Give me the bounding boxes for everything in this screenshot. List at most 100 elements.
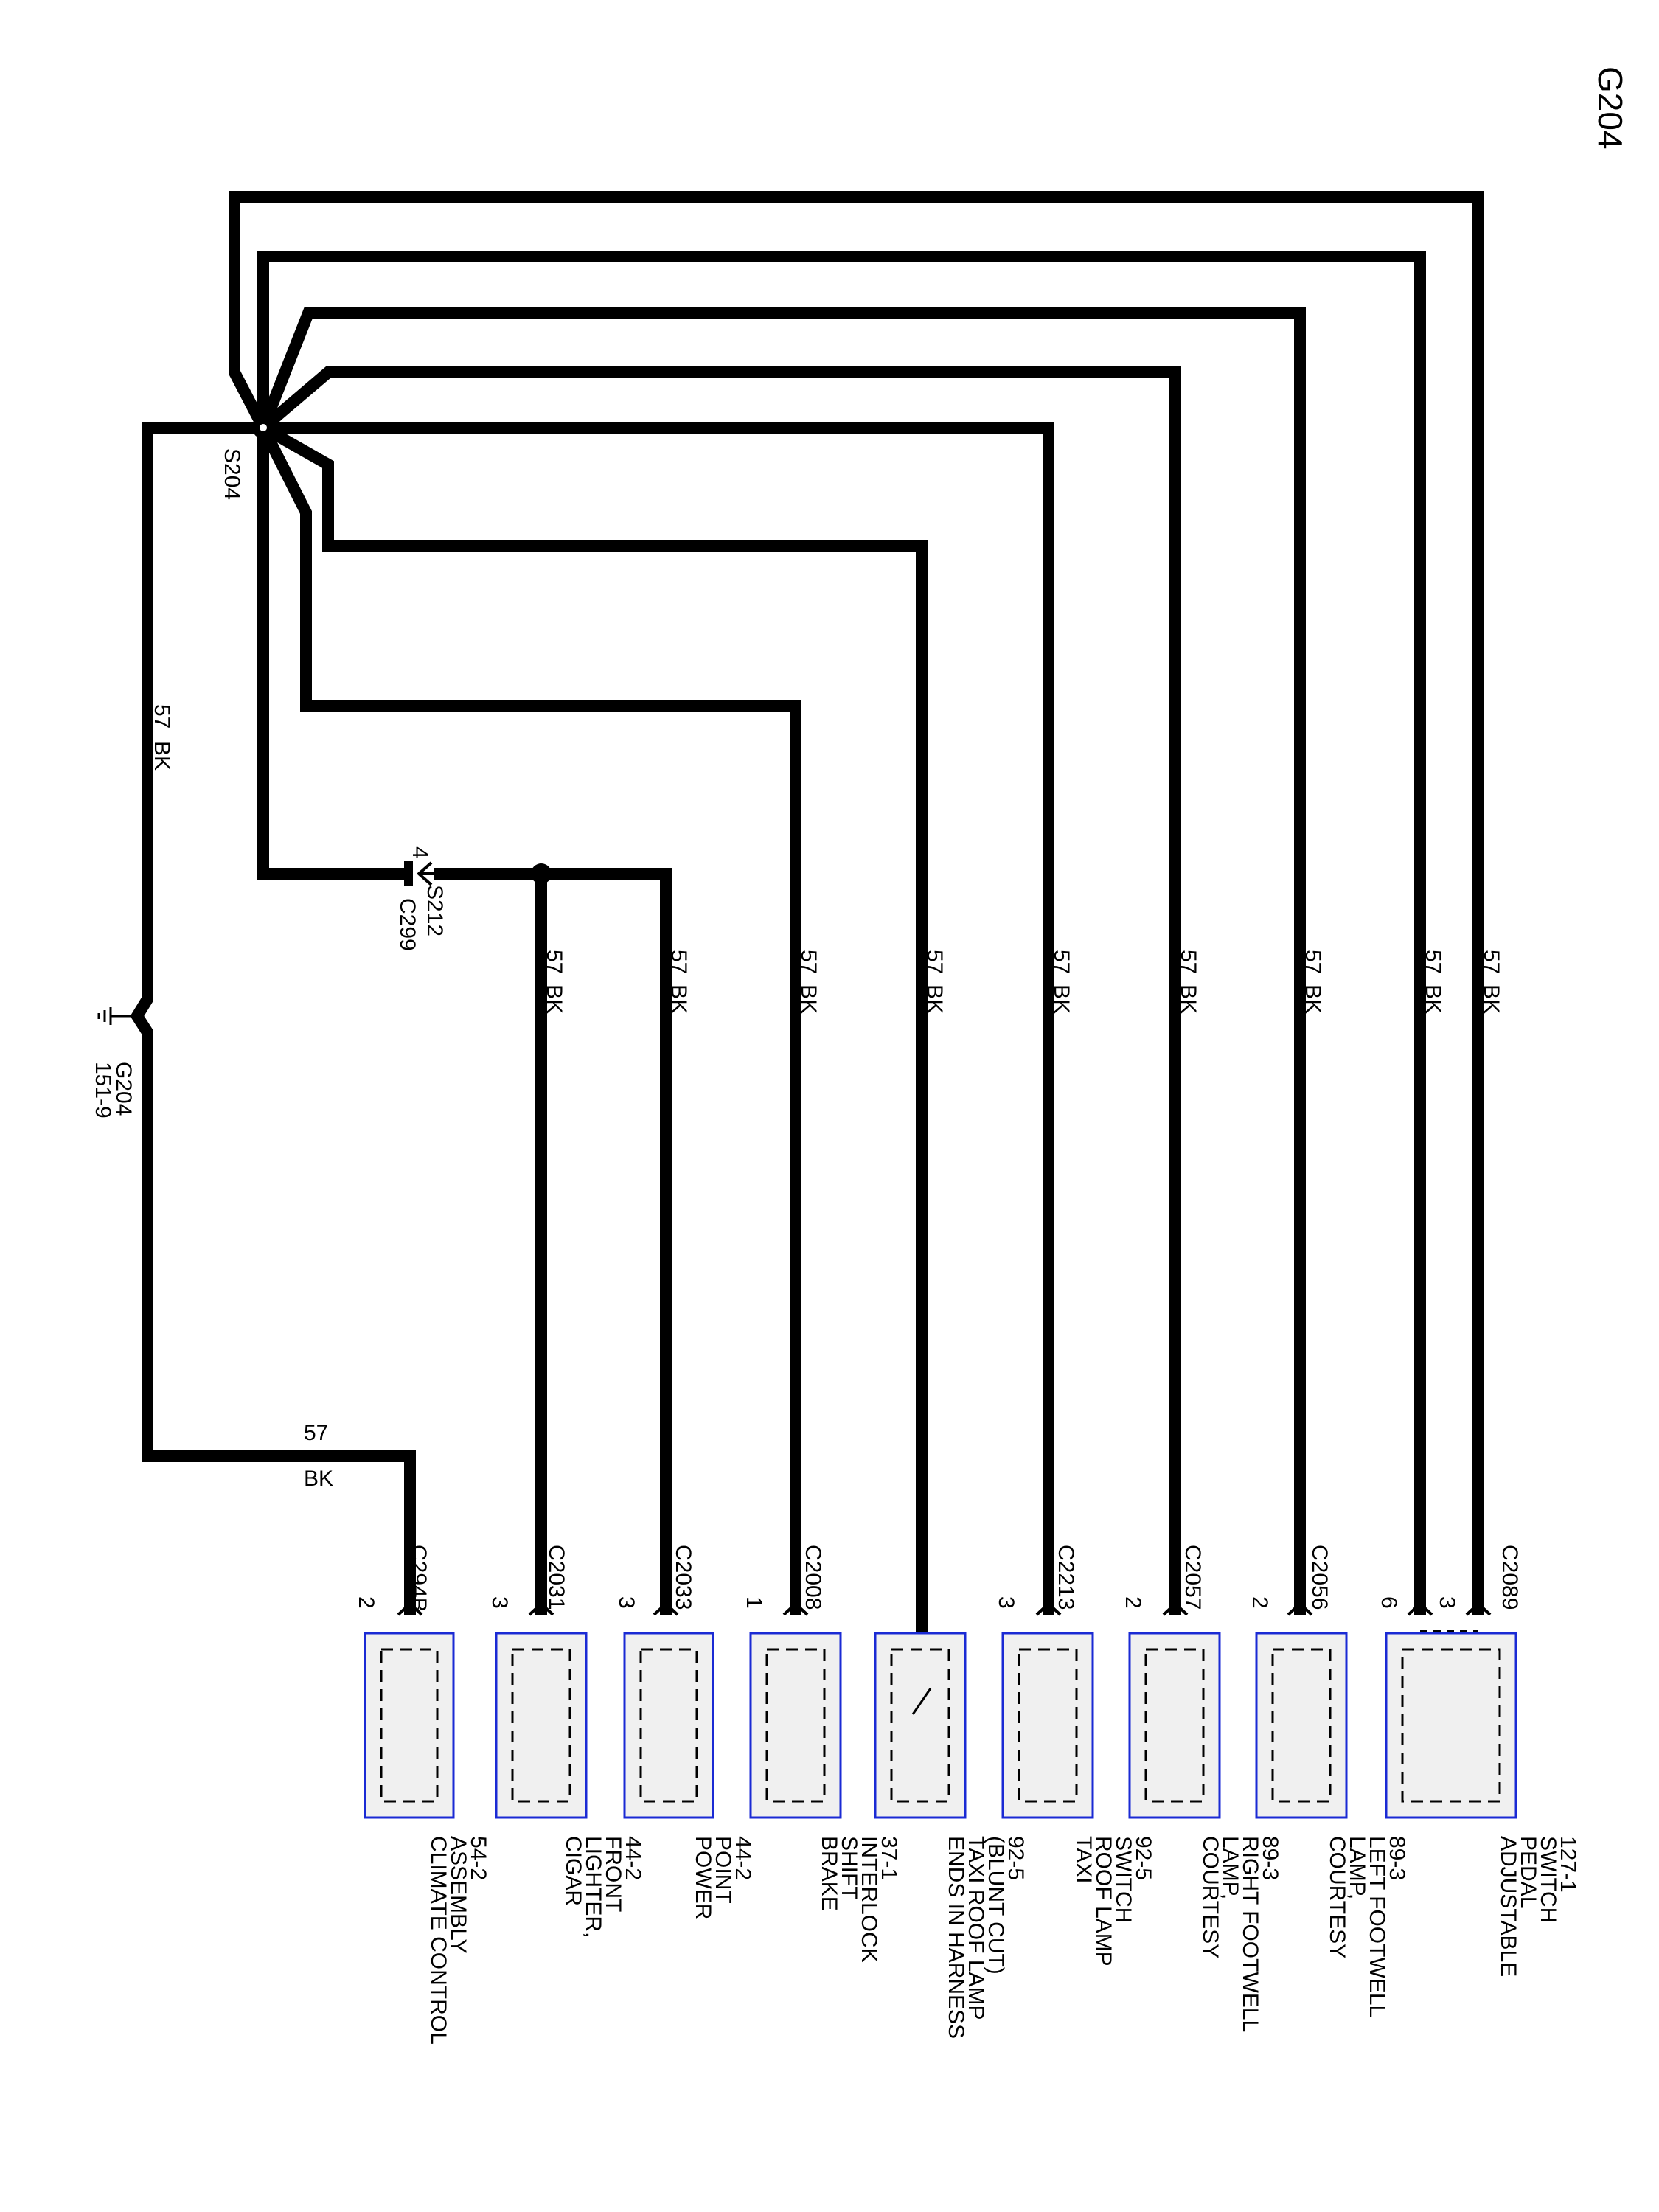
branch-label-color: BK	[542, 984, 566, 1014]
component-name-line: INTERLOCK	[857, 1836, 881, 1963]
wire-ground	[130, 422, 416, 1615]
component-name-line: COURTESY	[1198, 1836, 1222, 1958]
component-name-line: ADJUSTABLE	[1496, 1836, 1520, 1977]
branch-label-color: BK	[1301, 984, 1325, 1014]
connector-label: C2031	[544, 1545, 568, 1610]
component-name-line: POWER	[691, 1836, 715, 1919]
component-name-line: LAMP,	[1218, 1836, 1242, 1899]
diagram-title: G204	[1591, 66, 1630, 150]
component-climate-control: C294B 2 CLIMATE CONTROL ASSEMBLY 54-2	[354, 1545, 490, 2045]
branch-label-circuit: 57	[542, 950, 566, 974]
wire-courtesy-left	[257, 307, 1306, 1615]
component-ref: 44-2	[621, 1836, 645, 1880]
component-ref: 92-5	[1004, 1836, 1028, 1880]
pin-number: 3	[614, 1596, 639, 1609]
connector-label: C2056	[1307, 1545, 1332, 1610]
component-cigar-lighter: C2031 3 CIGAR LIGHTER, FRONT 44-2	[487, 1545, 645, 1938]
pin-number: 1	[742, 1596, 766, 1609]
wire-brake-shift	[257, 425, 801, 1615]
wire-taxi-switch	[263, 422, 1054, 1615]
splice-s204-label: S204	[220, 448, 244, 500]
connector-label: C294B	[406, 1545, 431, 1613]
component-ref: 92-5	[1131, 1836, 1155, 1880]
wire-taxi-harness	[260, 422, 928, 1633]
pin-number: 2	[354, 1596, 378, 1609]
pin-number: 3	[487, 1596, 512, 1609]
component-name-line: BRAKE	[817, 1836, 841, 1911]
component-name-line: TAXI ROOF LAMP	[964, 1836, 988, 2020]
wire-s212-out	[434, 868, 672, 1615]
component-taxi-roof-lamp-switch: C2213 3 TAXI ROOF LAMP SWITCH 92-5	[994, 1545, 1155, 1966]
branch-label-circuit: 57	[1301, 950, 1325, 974]
component-name-line: ENDS IN HARNESS	[944, 1836, 968, 2039]
wire-pedal-pin6	[229, 191, 1484, 1615]
blunt-cut-icon	[911, 1688, 932, 1715]
pin-number: 2	[1248, 1596, 1272, 1609]
component-name-line: PEDAL	[1516, 1836, 1540, 1908]
component-brake-shift-interlock: C2008 1 BRAKE SHIFT INTERLOCK 37-1	[742, 1545, 901, 1963]
branch-label-circuit: 57	[1049, 950, 1074, 974]
component-ref: 44-2	[731, 1836, 755, 1880]
component-taxi-harness-blunt-cut: ENDS IN HARNESS TAXI ROOF LAMP (BLUNT CU…	[874, 1632, 1028, 2039]
pin-number: 2	[1121, 1596, 1145, 1609]
component-adjustable-pedal-switch: C2089 6 3 ADJUSTABLE PEDAL SWITCH 127-1	[1377, 1545, 1580, 1977]
wire-trunk-s212	[257, 428, 411, 880]
wire-pedal-pin3	[257, 251, 1426, 1615]
component-name-line: TAXI	[1071, 1836, 1096, 1883]
branch-label-color: BK	[1176, 984, 1200, 1014]
component-ref: 37-1	[877, 1836, 901, 1880]
connector-label: C2008	[801, 1545, 825, 1610]
ground-name-label: G204	[111, 1062, 136, 1116]
wire-ground-circuit: 57	[150, 704, 174, 728]
splice-junction-dot	[531, 863, 552, 884]
component-name-line: COURTESY	[1325, 1836, 1349, 1958]
component-name-line: LAMP,	[1345, 1836, 1369, 1899]
connector-label: C2089	[1498, 1545, 1522, 1610]
branch-label-color: BK	[1049, 984, 1074, 1014]
component-name-line: SWITCH	[1536, 1836, 1560, 1923]
component-name-line: FRONT	[601, 1836, 625, 1912]
pin-number: 6	[1377, 1596, 1401, 1609]
connector-label: C2057	[1180, 1545, 1205, 1610]
branch-label-circuit: 57	[1479, 950, 1503, 974]
component-ref: 89-3	[1258, 1836, 1282, 1880]
component-name-line: LIGHTER,	[581, 1836, 605, 1938]
component-name-line: CIGAR	[561, 1836, 585, 1906]
wire-courtesy-right	[259, 366, 1181, 1615]
wire-climate-circuit: 57	[304, 1421, 328, 1445]
component-courtesy-lamp-right: C2057 2 COURTESY LAMP, RIGHT FOOTWELL 89…	[1121, 1545, 1282, 2032]
component-name-line: CLIMATE CONTROL	[426, 1836, 451, 2045]
branch-label-color: BK	[1421, 984, 1445, 1014]
branch-label-color: BK	[1479, 984, 1503, 1014]
wire-climate-color: BK	[304, 1467, 333, 1491]
splice-s204-dot-inner	[260, 424, 267, 431]
branch-label-circuit: 57	[1421, 950, 1445, 974]
pin-number: 3	[994, 1596, 1018, 1609]
component-name-line: LEFT FOOTWELL	[1365, 1836, 1389, 2017]
branch-label-circuit: 57	[796, 950, 821, 974]
connector-c299-pin: 4	[408, 846, 432, 859]
connector-label: C2033	[671, 1545, 695, 1610]
component-name-line: RIGHT FOOTWELL	[1238, 1836, 1262, 2032]
branch-label-circuit: 57	[667, 950, 691, 974]
component-name-line: SHIFT	[837, 1836, 861, 1900]
component-ref: 54-2	[466, 1836, 490, 1880]
branch-label-color: BK	[667, 984, 691, 1014]
inline-connector-c299	[404, 861, 435, 886]
ground-symbol-icon	[97, 1007, 137, 1025]
branch-label-color: BK	[922, 984, 947, 1014]
connector-c299-label: C299	[395, 898, 420, 951]
splice-s212-label: S212	[422, 885, 447, 936]
ground-ref-label: 151-9	[91, 1062, 115, 1119]
branch-label-circuit: 57	[922, 950, 947, 974]
component-ref: 89-3	[1385, 1836, 1409, 1880]
component-name-line: ASSEMBLY	[446, 1836, 470, 1954]
component-ref: 127-1	[1556, 1836, 1580, 1893]
wire-ground-color: BK	[150, 741, 174, 771]
component-courtesy-lamp-left: C2056 2 COURTESY LAMP, LEFT FOOTWELL 89-…	[1248, 1545, 1409, 2017]
wire-harness	[130, 191, 1484, 1633]
component-name-line: ROOF LAMP	[1091, 1836, 1116, 1966]
component-power-point: C2033 3 POWER POINT 44-2	[614, 1545, 755, 1919]
component-name-line: (BLUNT CUT)	[984, 1836, 1008, 1975]
